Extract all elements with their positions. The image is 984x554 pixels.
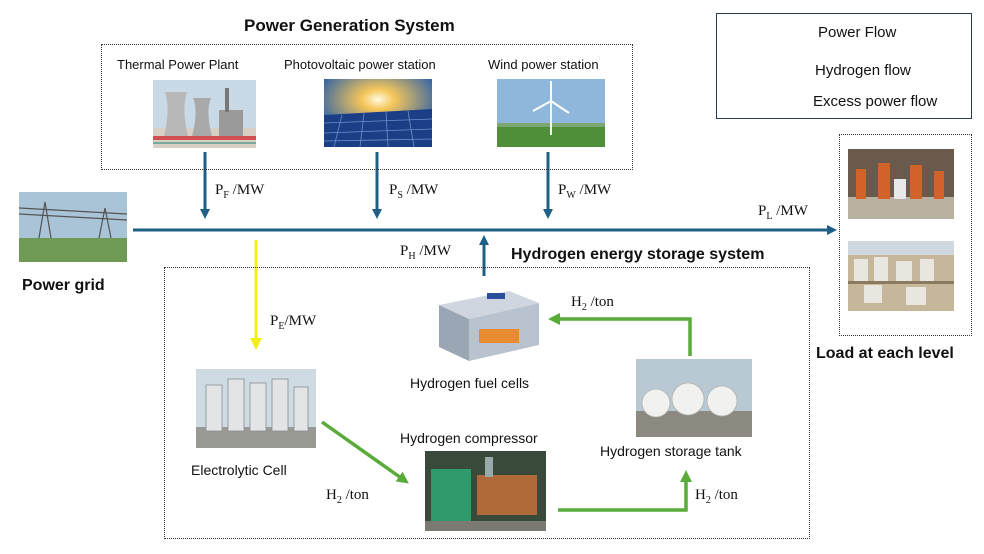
h2-tank-base: H <box>695 487 706 503</box>
h2-elec-base: H <box>326 487 337 503</box>
h2-fuel-unit: /ton <box>586 294 614 310</box>
generation-box <box>101 44 633 170</box>
pe-unit: /MW <box>284 313 317 329</box>
pe-base: P <box>270 313 279 329</box>
ps-unit: /MW <box>402 182 439 198</box>
pv-station-image <box>324 79 432 147</box>
h2-tank-unit: /ton <box>710 487 738 503</box>
ps-symbol: PS /MW <box>389 183 438 201</box>
pf-symbol: PF /MW <box>215 183 264 201</box>
storage-title: Hydrogen energy storage system <box>511 246 765 263</box>
ph-base: P <box>400 243 409 259</box>
storage-tank-image <box>636 359 752 437</box>
pw-symbol: PW /MW <box>558 183 611 201</box>
load-label: Load at each level <box>816 345 954 362</box>
wind-station-image <box>497 79 605 147</box>
fuel-cells-image <box>429 283 545 369</box>
h2-fuel-sub: 2 <box>581 302 587 313</box>
pl-sub: L <box>766 211 773 222</box>
electrolytic-cell-image <box>196 369 316 448</box>
pf-sub: F <box>223 190 229 201</box>
tank-to-fuelcell-arrow <box>548 313 692 356</box>
wind-label: Wind power station <box>488 57 599 72</box>
legend-excess-label: Excess power flow <box>813 93 938 110</box>
pf-unit: /MW <box>228 182 265 198</box>
pw-sub: W <box>566 190 576 201</box>
electrolytic-label: Electrolytic Cell <box>191 462 287 478</box>
storage-box <box>164 267 810 539</box>
ph-symbol: PH /MW <box>400 244 451 262</box>
thermal-label: Thermal Power Plant <box>117 57 239 72</box>
pw-unit: /MW <box>575 182 612 198</box>
compressor-to-tank-arrow <box>558 470 692 512</box>
pl-symbol: PL /MW <box>758 204 808 222</box>
ps-base: P <box>389 182 398 198</box>
pw-base: P <box>558 182 567 198</box>
electrolytic-to-compressor-arrow <box>320 420 409 484</box>
ph-sub: H <box>408 251 416 262</box>
h2-fuel-symbol: H2 /ton <box>571 295 614 313</box>
h2-tank-symbol: H2 /ton <box>695 488 738 506</box>
ph-unit: /MW <box>415 243 451 259</box>
h2-fuel-base: H <box>571 294 582 310</box>
compressor-label: Hydrogen compressor <box>400 430 538 446</box>
urban-load-image <box>848 241 954 311</box>
h2-tank-sub: 2 <box>705 495 711 506</box>
pl-unit: /MW <box>772 203 808 219</box>
thermal-plant-image <box>153 80 256 148</box>
pf-base: P <box>215 182 224 198</box>
pv-label: Photovoltaic power station <box>284 57 436 72</box>
h2-elec-sub: 2 <box>336 495 342 506</box>
industrial-load-image <box>848 149 954 219</box>
h2-elec-symbol: H2 /ton <box>326 488 369 506</box>
load-box <box>839 134 972 336</box>
h2-elec-unit: /ton <box>341 487 369 503</box>
pe-sub: E <box>278 321 285 332</box>
legend-hydrogen-label: Hydrogen flow <box>815 62 911 79</box>
storage-tank-label: Hydrogen storage tank <box>600 443 742 459</box>
legend-box <box>716 13 972 119</box>
compressor-image <box>425 451 546 531</box>
power-grid-image <box>19 192 127 262</box>
ps-sub: S <box>397 190 403 201</box>
fuel-cells-label: Hydrogen fuel cells <box>410 375 530 391</box>
pe-symbol: PE/MW <box>270 314 316 332</box>
pl-base: P <box>758 203 767 219</box>
power-grid-label: Power grid <box>22 277 105 294</box>
legend-power-label: Power Flow <box>818 24 897 41</box>
generation-title: Power Generation System <box>244 16 455 35</box>
